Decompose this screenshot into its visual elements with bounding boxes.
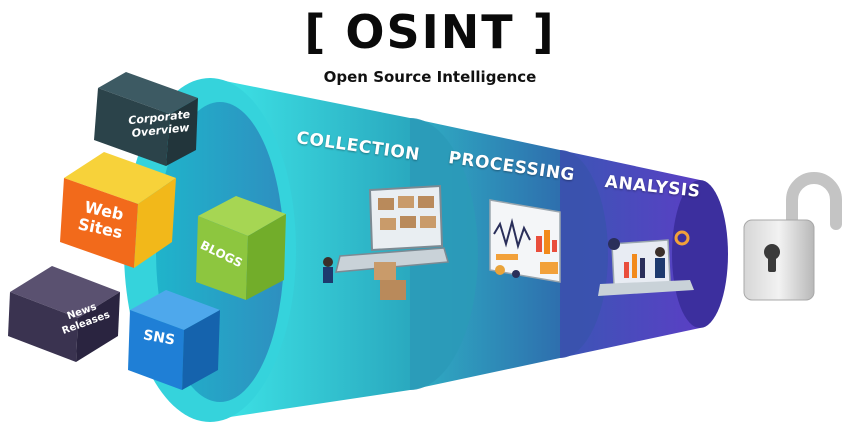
open-padlock-icon <box>743 172 842 301</box>
cube-sns <box>128 290 220 390</box>
collection-illustration <box>323 184 449 300</box>
cube-news-releases <box>8 266 120 362</box>
cube-blogs <box>196 196 286 300</box>
page-subtitle: Open Source Intelligence <box>323 68 537 86</box>
page-title: [ OSINT ] <box>304 5 556 59</box>
cube-web-sites <box>60 152 176 268</box>
analysis-illustration <box>598 230 694 296</box>
cube-corporate-overview <box>94 72 198 166</box>
processing-illustration <box>489 199 561 283</box>
